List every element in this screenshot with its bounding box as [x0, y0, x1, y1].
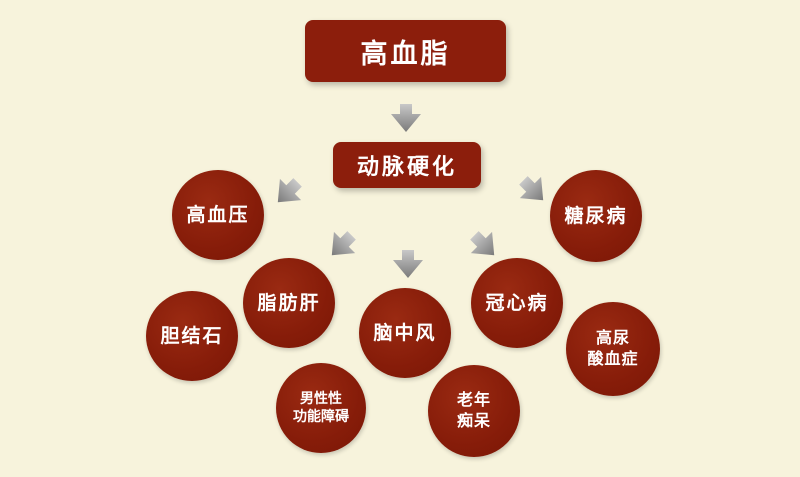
mid-node-atherosclerosis: 动脉硬化 — [333, 142, 481, 188]
node-dementia-line1: 老年 — [456, 390, 491, 410]
node-hypertension: 高血压 — [172, 170, 264, 260]
node-hyperuricemia-line2: 酸血症 — [587, 349, 639, 368]
node-dementia-line2: 痴呆 — [456, 411, 491, 430]
arrow-down-icon — [393, 250, 423, 278]
arrow-down-left-icon — [331, 231, 356, 256]
root-node-label: 高血脂 — [360, 38, 451, 70]
node-stroke-label: 脑中风 — [373, 321, 437, 344]
node-senile-dementia: 老年 痴呆 — [428, 365, 520, 457]
node-coronary-label: 冠心病 — [485, 291, 549, 314]
node-fatty-liver-label: 脂肪肝 — [257, 291, 321, 314]
node-hyperuricemia-line1: 高尿 — [595, 328, 630, 348]
root-node-hyperlipidemia: 高血脂 — [305, 20, 506, 82]
node-coronary-heart-disease: 冠心病 — [471, 258, 563, 348]
node-hypertension-label: 高血压 — [186, 203, 250, 226]
node-diabetes-label: 糖尿病 — [564, 204, 628, 227]
node-gallstone-label: 胆结石 — [160, 324, 224, 347]
arrow-down-icon — [391, 104, 421, 132]
arrow-down-right-icon — [519, 176, 544, 201]
node-male-dysfunction-line1: 男性性 — [300, 390, 342, 407]
node-stroke: 脑中风 — [359, 288, 451, 378]
node-hyperuricemia: 高尿 酸血症 — [566, 302, 660, 396]
node-gallstone: 胆结石 — [146, 291, 238, 381]
node-diabetes: 糖尿病 — [550, 170, 642, 262]
mid-node-label: 动脉硬化 — [356, 155, 457, 180]
arrow-down-right-icon — [470, 231, 495, 256]
node-male-sexual-dysfunction: 男性性 功能障碍 — [276, 363, 366, 453]
node-fatty-liver: 脂肪肝 — [243, 258, 335, 348]
node-male-dysfunction-line2: 功能障碍 — [293, 409, 349, 425]
arrow-down-left-icon — [277, 178, 302, 203]
